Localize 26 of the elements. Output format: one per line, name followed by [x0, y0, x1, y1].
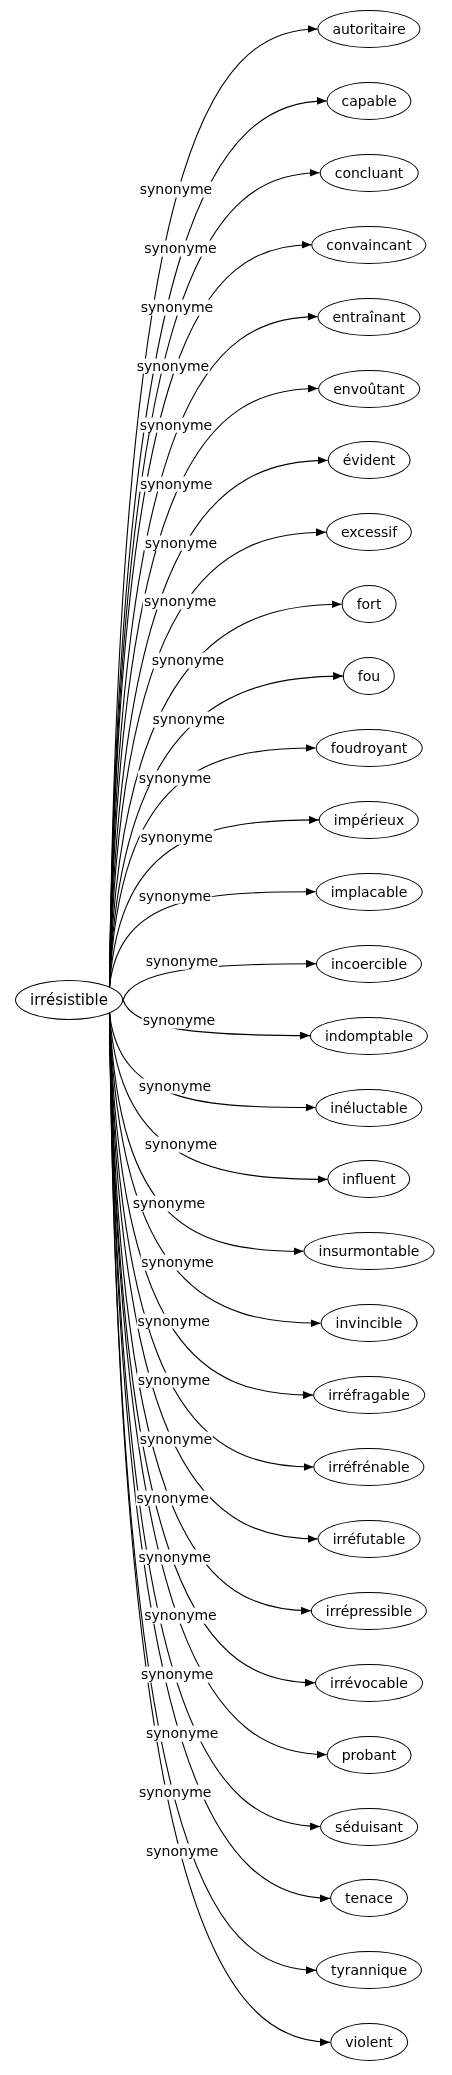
- edge-label: synonyme: [135, 358, 211, 374]
- edge-label: synonyme: [145, 1725, 220, 1742]
- edge-label: synonyme: [137, 1549, 212, 1565]
- edge-label: synonyme: [143, 535, 219, 551]
- edge-label: synonyme: [138, 417, 214, 433]
- edge-label: synonyme: [140, 1666, 215, 1683]
- edge-label: synonyme: [139, 829, 214, 845]
- edge-label: synonyme: [135, 1490, 210, 1506]
- edge-label: synonyme: [145, 1843, 220, 1859]
- edge-label: synonyme: [137, 1078, 213, 1094]
- edge-label: synonyme: [150, 652, 226, 669]
- edge-label: synonyme: [139, 476, 214, 492]
- edge-label: synonyme: [138, 1784, 213, 1801]
- edge-label: synonyme: [143, 1137, 219, 1153]
- edge-label: synonyme: [136, 1372, 212, 1388]
- edge-label: synonyme: [136, 1313, 211, 1330]
- edge-label: synonyme: [140, 1254, 215, 1271]
- edge-label: synonyme: [131, 1195, 207, 1212]
- edge-label: synonyme: [143, 1608, 218, 1624]
- edge-label: synonyme: [143, 594, 218, 610]
- edge-label: synonyme: [139, 299, 215, 316]
- edge-label: synonyme: [137, 770, 213, 787]
- edge-label: synonyme: [138, 1431, 214, 1447]
- edge-label: synonyme: [151, 711, 226, 728]
- edge-label: synonyme: [138, 182, 214, 198]
- edge-label: synonyme: [143, 240, 218, 257]
